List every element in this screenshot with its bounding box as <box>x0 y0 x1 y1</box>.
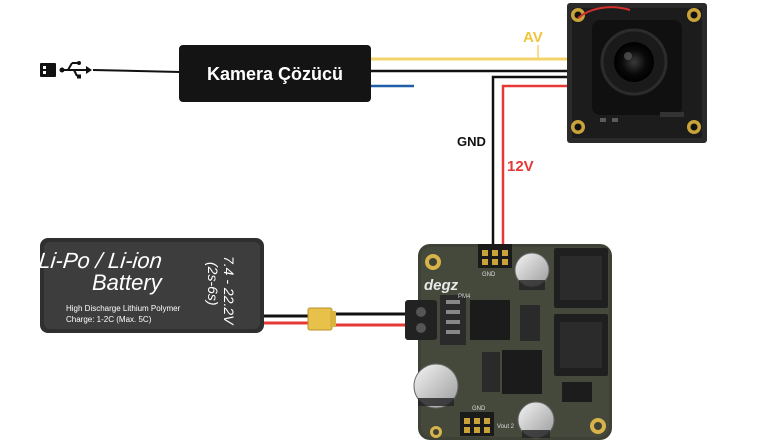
battery-title-1: Li-Po / Li-ion <box>37 248 163 273</box>
board-model: PM4 <box>458 294 471 300</box>
xt-connector <box>307 307 336 331</box>
decoder-box <box>179 45 371 102</box>
v12-label: 12V <box>507 158 534 175</box>
board-brand: degz <box>424 277 459 294</box>
camera-module <box>567 3 707 143</box>
battery-voltage-1: 7.4 - 22.2V <box>221 256 237 326</box>
decoder-label: Kamera Çözücü <box>207 64 343 84</box>
av-label: AV <box>523 29 543 46</box>
usb-icon <box>40 61 92 79</box>
board-pin-label-bottom: GND <box>472 406 486 412</box>
board-vout-label: Vout 2 <box>497 424 515 430</box>
av-wire <box>370 45 578 61</box>
gnd-wire <box>491 75 578 245</box>
battery-title-2: Battery <box>92 270 164 295</box>
battery-sub-1: High Discharge Lithium Polymer <box>66 304 181 313</box>
gnd-label: GND <box>457 134 486 149</box>
board-pin-label-top: GND <box>482 272 496 278</box>
battery-sub-2: Charge: 1-2C (Max. 5C) <box>66 315 152 324</box>
v12-wire <box>501 84 578 245</box>
power-board <box>405 244 612 440</box>
battery-voltage-2: (2s-6s) <box>205 262 221 306</box>
usb-cable <box>92 69 181 73</box>
battery <box>40 238 264 333</box>
